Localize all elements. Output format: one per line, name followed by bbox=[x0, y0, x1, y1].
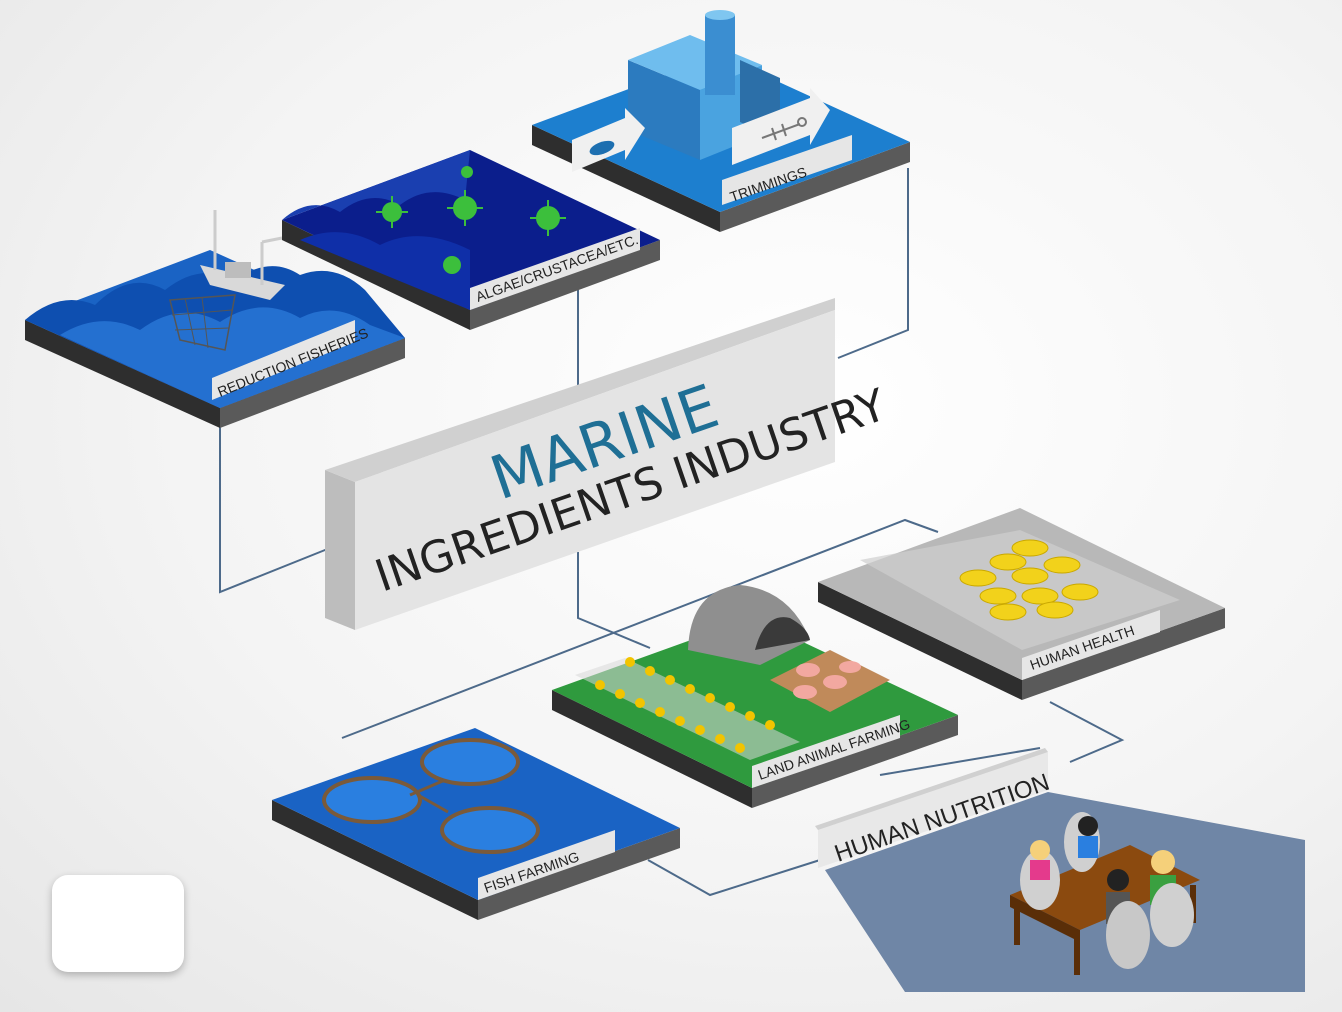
factory-icon bbox=[628, 10, 780, 160]
land-animal-farming-tile: LAND ANIMAL FARMING bbox=[552, 585, 958, 808]
reduction-fisheries-tile: REDUCTION FISHERIES bbox=[25, 210, 405, 428]
capsule-icon bbox=[959, 539, 1099, 621]
fish-skeleton-icon bbox=[732, 88, 830, 165]
fish-cage-icon bbox=[322, 738, 540, 854]
fish-icon bbox=[572, 108, 645, 172]
human-nutrition-scene: HUMAN NUTRITION bbox=[815, 748, 1305, 992]
human-health-tile: HUMAN HEALTH bbox=[818, 508, 1225, 700]
trimmings-tile: TRIMMINGS bbox=[532, 10, 910, 232]
blank-card bbox=[52, 875, 184, 972]
fish-farming-tile: FISH FARMING bbox=[272, 728, 680, 920]
marine-ingredients-block: MARINE INGREDIENTS INDUSTRY bbox=[325, 298, 893, 630]
barn-icon bbox=[688, 585, 810, 665]
fishing-boat-icon bbox=[169, 210, 285, 351]
plankton-icon bbox=[376, 166, 566, 274]
person-icon bbox=[1020, 812, 1194, 969]
pig-icon bbox=[793, 661, 861, 699]
algae-tile: ALGAE/CRUSTACEA/ETC. bbox=[282, 150, 660, 330]
connector-lines bbox=[219, 168, 1125, 897]
chicken-icon bbox=[595, 657, 775, 753]
